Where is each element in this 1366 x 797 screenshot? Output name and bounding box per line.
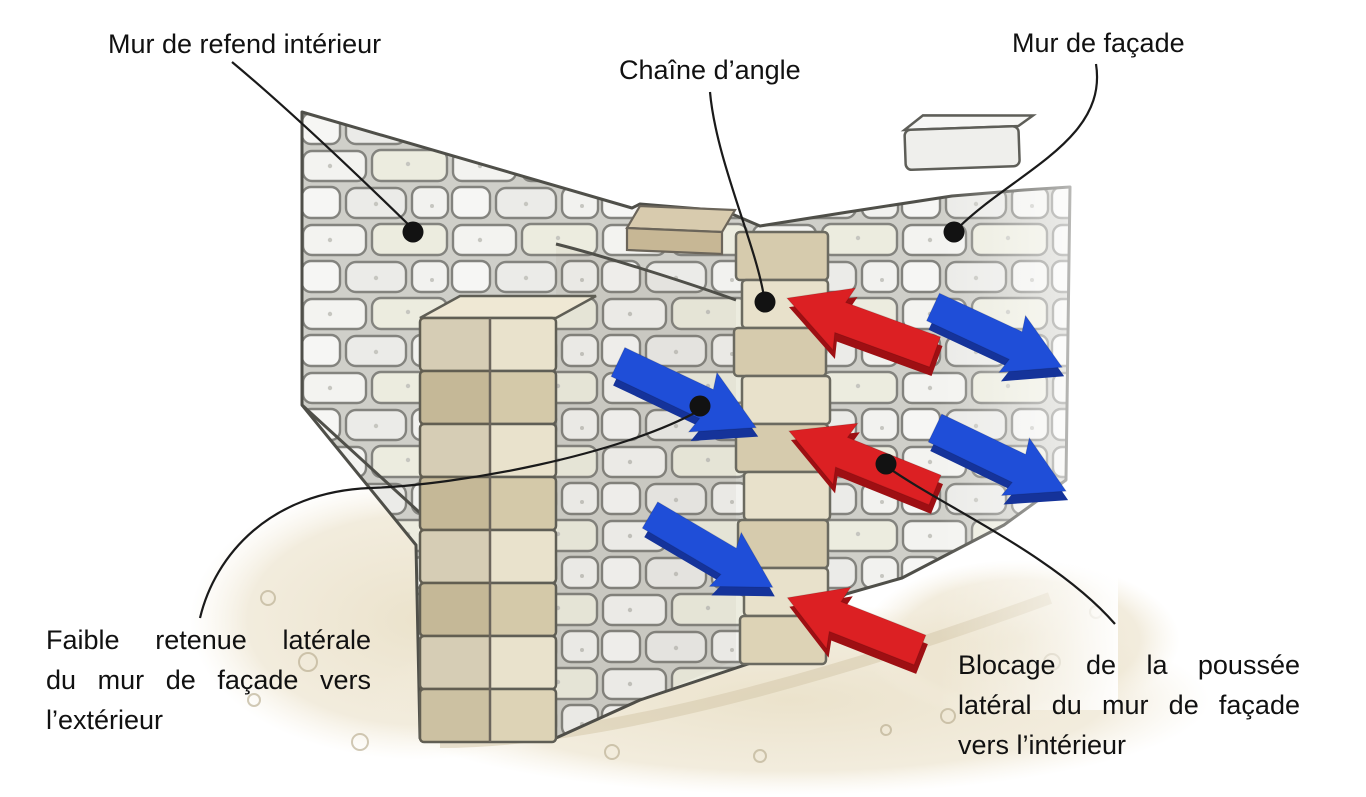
leader-chaine [708, 91, 766, 298]
dot-refend [402, 221, 424, 243]
label-faible-line3: l’extérieur [46, 705, 164, 735]
label-blocage-poussee: Blocage de la poussée latéral du mur de … [958, 645, 1300, 765]
label-faible-retenue: Faible retenue latérale du mur de façade… [46, 620, 371, 740]
wall-fade [938, 90, 1118, 710]
label-faible-line2: du mur de façade vers [46, 665, 371, 695]
leader-lines [198, 61, 1116, 625]
marker-dots [402, 221, 965, 475]
leader-blocage [885, 465, 1116, 625]
label-mur-facade: Mur de façade [1012, 28, 1185, 58]
leader-facade [957, 63, 1099, 229]
junction-stone [625, 204, 737, 256]
label-chaine-angle: Chaîne d’angle [619, 55, 801, 85]
label-blocage-line1: Blocage de la poussée [958, 650, 1300, 680]
dot-blocage [875, 453, 897, 475]
leader-refend [231, 61, 413, 229]
corner-quoin-column [418, 294, 597, 744]
dot-faible [689, 395, 711, 417]
facade-top-edge [555, 242, 737, 302]
loose-capstone [900, 114, 1037, 172]
label-blocage-line2: latéral du mur de façade [958, 690, 1300, 720]
leader-faible [198, 409, 701, 619]
label-mur-refend: Mur de refend intérieur [108, 29, 382, 59]
label-faible-line1: Faible retenue latérale [46, 625, 371, 655]
dot-chaine [754, 291, 776, 313]
dot-facade [943, 221, 965, 243]
label-blocage-line3: vers l’intérieur [958, 730, 1127, 760]
